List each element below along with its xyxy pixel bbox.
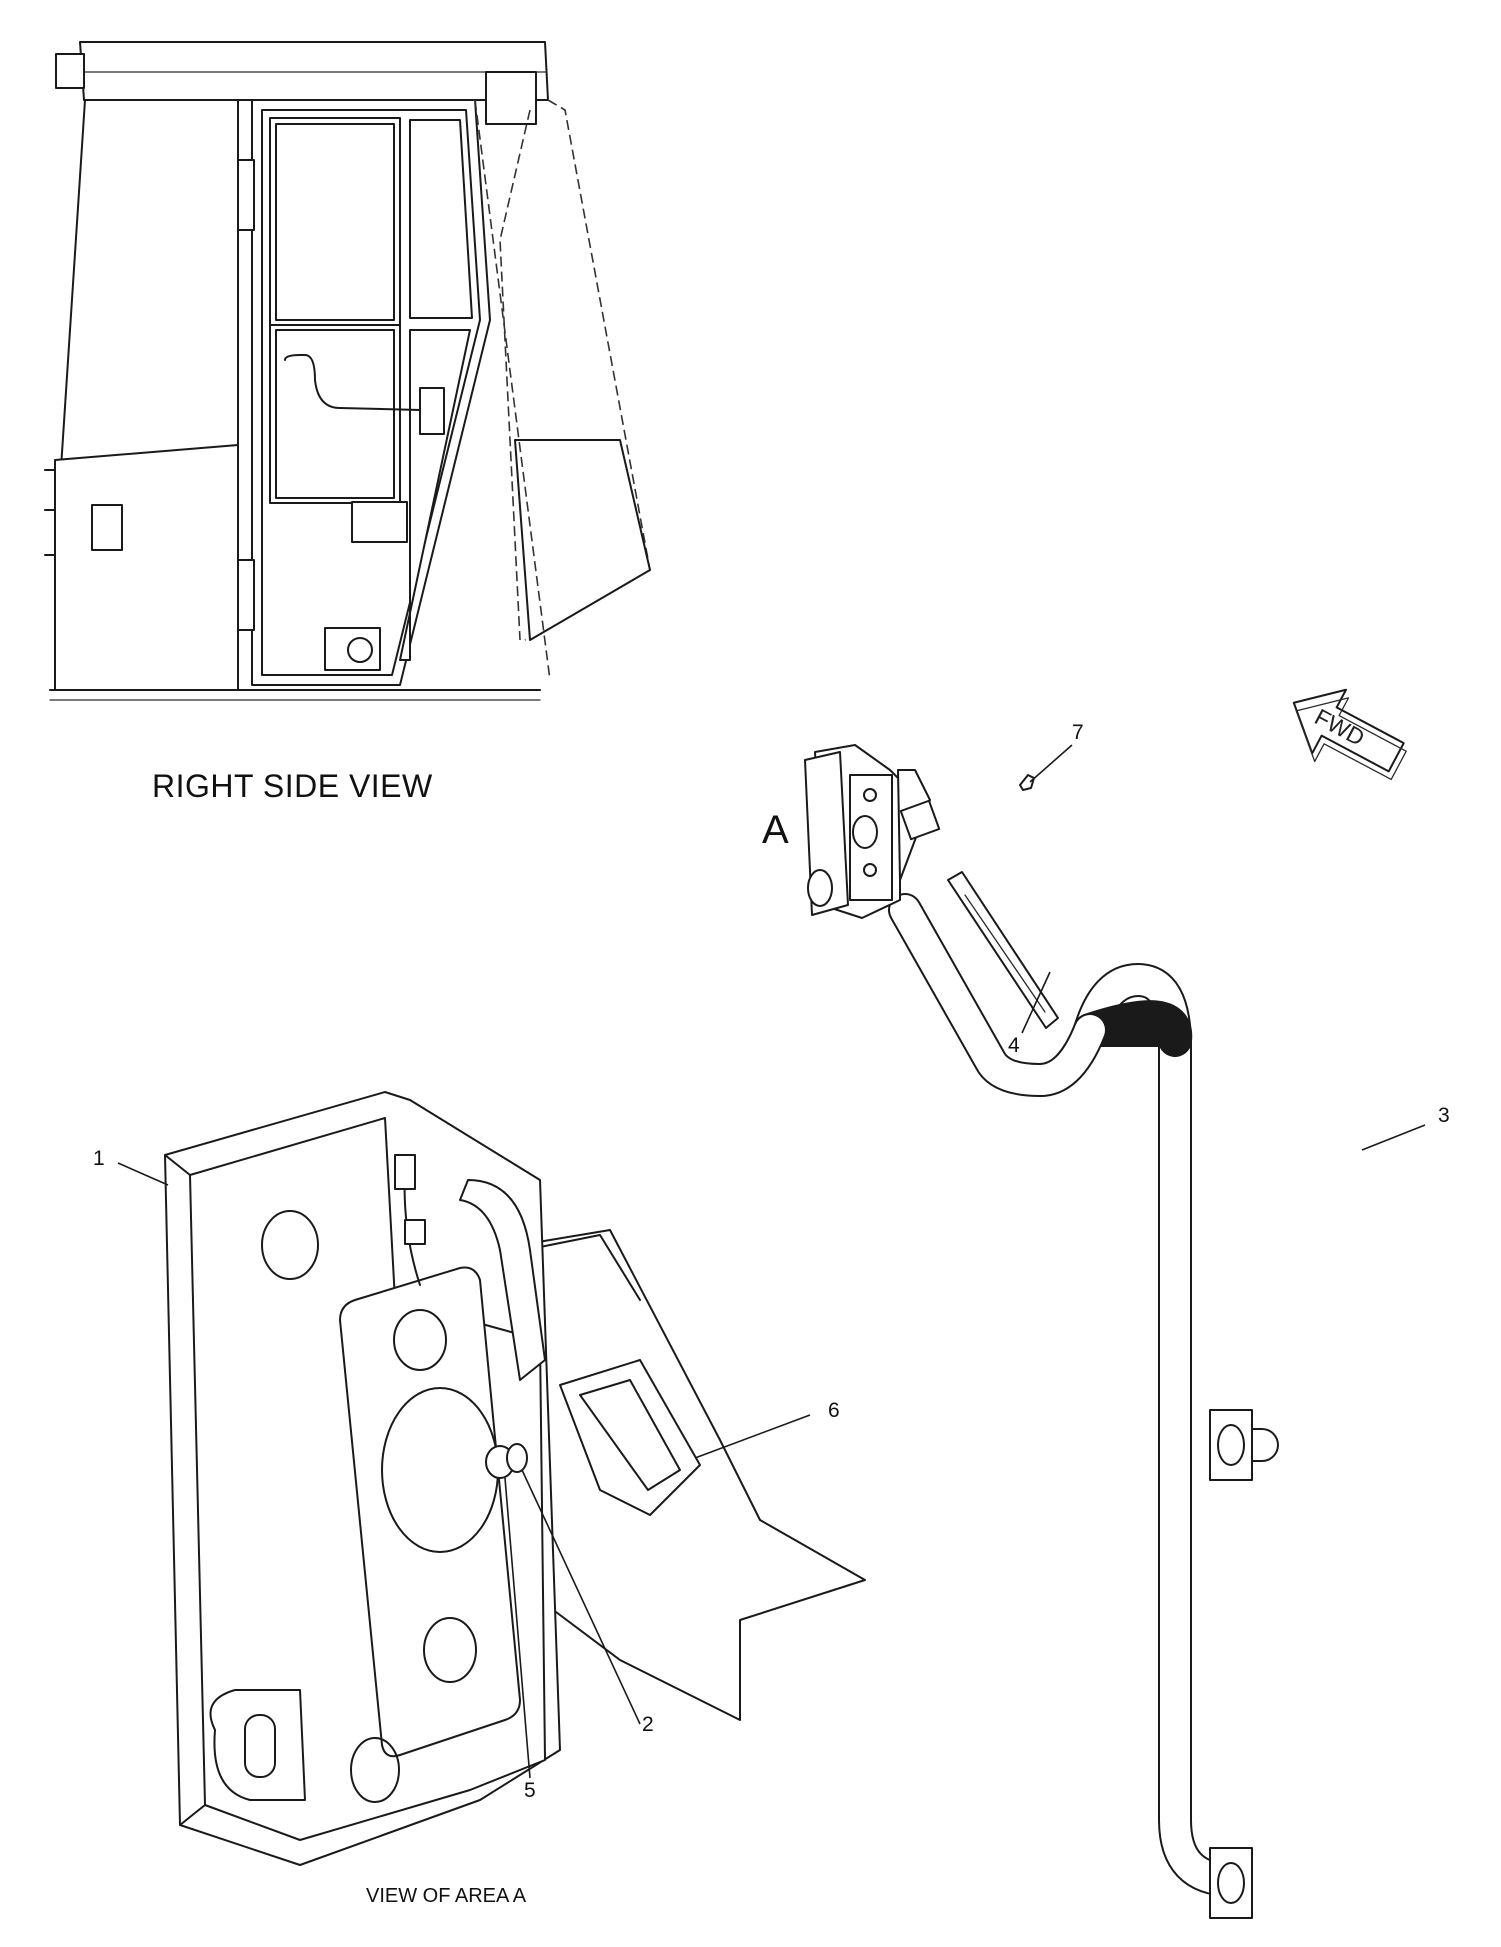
callout-1: 1 <box>93 1147 105 1170</box>
callout-2: 2 <box>642 1713 654 1736</box>
callout-5: 5 <box>524 1779 536 1802</box>
right-side-view-title: RIGHT SIDE VIEW <box>152 768 433 804</box>
callout-6: 6 <box>828 1399 840 1422</box>
view-of-area-a-title: VIEW OF AREA A <box>366 1885 527 1907</box>
callout-leaders <box>117 744 1426 1779</box>
area-a-marker: A <box>762 808 789 852</box>
callout-7: 7 <box>1072 721 1084 744</box>
lower-mount-plate <box>1209 1847 1253 1919</box>
handle-rail-assembly <box>888 871 1279 1919</box>
latch-small-view <box>804 744 941 919</box>
cab-right-side-view <box>44 41 651 701</box>
callout-4: 4 <box>1008 1034 1020 1057</box>
latch-detail-view <box>164 1091 866 1866</box>
callout-3: 3 <box>1438 1104 1450 1127</box>
fwd-arrow-icon: FWD <box>1292 688 1407 781</box>
upper-mount-plate <box>1209 1409 1253 1481</box>
